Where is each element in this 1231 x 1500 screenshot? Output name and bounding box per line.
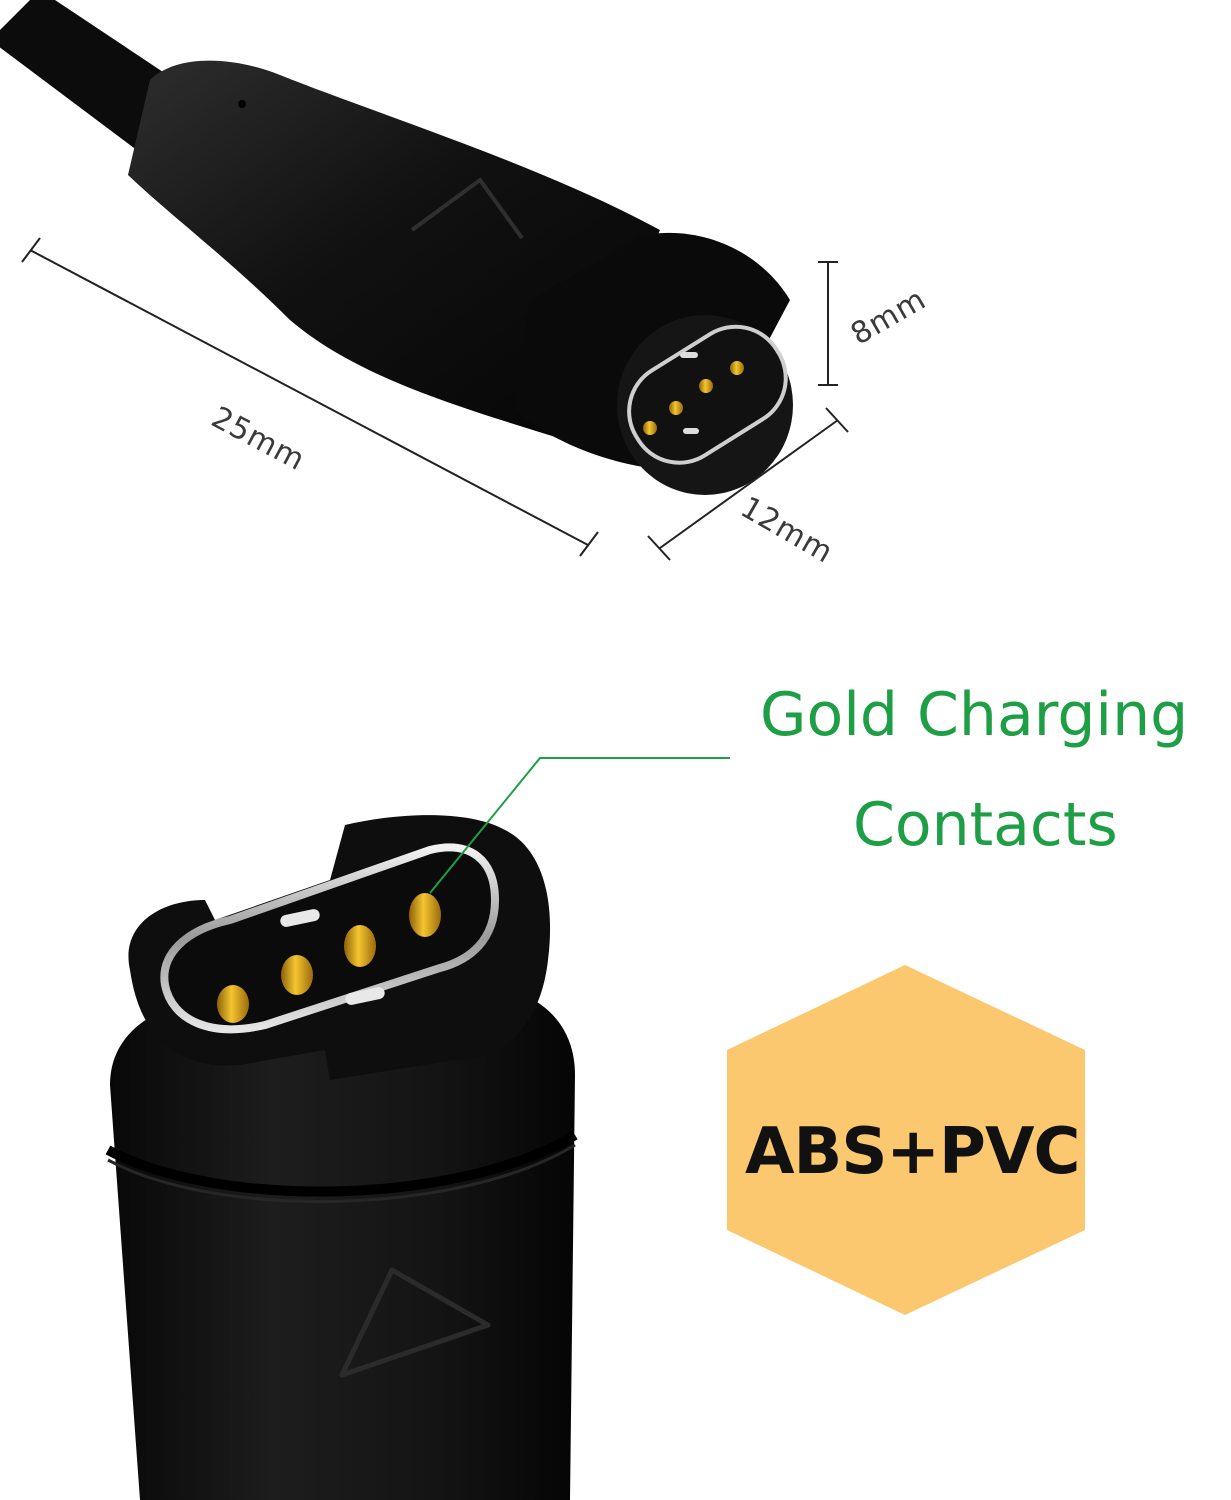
body-groove bbox=[105, 1130, 578, 1197]
material-badge-label: ABS+PVC bbox=[745, 1115, 1080, 1189]
pin bbox=[643, 421, 657, 435]
callout-leader-line bbox=[429, 757, 730, 894]
pin-slot bbox=[345, 987, 385, 1005]
pin bbox=[344, 925, 376, 967]
pin bbox=[669, 401, 683, 415]
top-connector bbox=[0, 0, 793, 495]
cable bbox=[0, 0, 175, 160]
pin bbox=[699, 379, 713, 393]
arrow-mark bbox=[410, 177, 524, 240]
pin-slot bbox=[280, 909, 320, 927]
vent-hole bbox=[238, 100, 246, 108]
top-pins bbox=[643, 352, 744, 435]
pin bbox=[217, 985, 249, 1023]
pin-slot bbox=[680, 352, 698, 358]
dimension-lines bbox=[21, 237, 849, 561]
callout-line-2: Contacts bbox=[853, 790, 1118, 860]
material-badge-hexagon bbox=[727, 965, 1085, 1315]
pin-slot bbox=[683, 428, 699, 434]
width-dim-line bbox=[659, 419, 839, 549]
gold-contacts bbox=[217, 893, 441, 1023]
arrow-mark bbox=[339, 1267, 491, 1378]
pin bbox=[281, 955, 313, 995]
callout-line-1: Gold Charging bbox=[760, 680, 1189, 750]
contact-tray bbox=[627, 324, 788, 465]
pin bbox=[409, 893, 441, 937]
length-dim-line bbox=[29, 249, 589, 546]
pin bbox=[730, 361, 744, 375]
contact-well bbox=[160, 843, 500, 1034]
connector-lower-body bbox=[110, 985, 575, 1500]
bottom-connector bbox=[105, 815, 578, 1500]
